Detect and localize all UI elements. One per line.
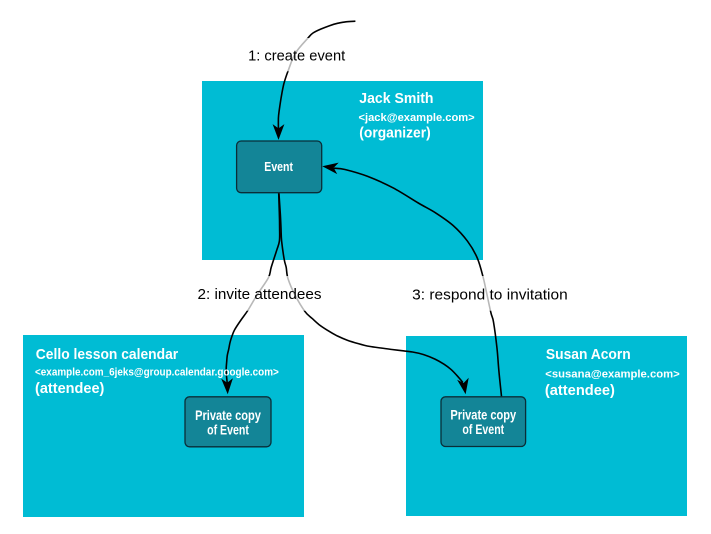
svg-text:Jack Smith: Jack Smith bbox=[359, 90, 433, 107]
svg-text:Private copy: Private copy bbox=[450, 407, 516, 423]
svg-text:Cello lesson calendar: Cello lesson calendar bbox=[36, 346, 179, 363]
svg-text:<example.com_6jeks@group.calen: <example.com_6jeks@group.calendar.google… bbox=[35, 366, 279, 378]
svg-text:(attendee): (attendee) bbox=[35, 380, 104, 397]
svg-text:Event: Event bbox=[264, 159, 293, 174]
svg-text:1: create event: 1: create event bbox=[248, 48, 346, 65]
svg-text:3: respond to invitation: 3: respond to invitation bbox=[412, 287, 568, 304]
svg-text:(organizer): (organizer) bbox=[359, 125, 430, 142]
svg-text:Susan Acorn: Susan Acorn bbox=[546, 346, 631, 363]
svg-text:2: invite attendees: 2: invite attendees bbox=[198, 286, 322, 303]
svg-text:Private copy: Private copy bbox=[195, 407, 261, 423]
svg-text:<jack@example.com>: <jack@example.com> bbox=[359, 112, 475, 124]
svg-text:(attendee): (attendee) bbox=[545, 382, 615, 399]
svg-text:of Event: of Event bbox=[207, 421, 249, 437]
svg-text:<susana@example.com>: <susana@example.com> bbox=[545, 368, 679, 380]
svg-text:of Event: of Event bbox=[462, 421, 504, 437]
